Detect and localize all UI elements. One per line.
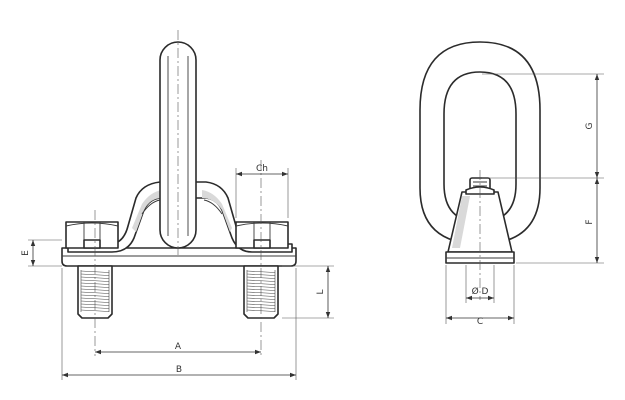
thread-line <box>80 309 110 312</box>
swivel-cone <box>445 177 515 264</box>
dimension-b: B <box>61 268 297 380</box>
dimension-label-c: C <box>477 317 483 327</box>
thread-line <box>246 279 276 282</box>
dimension-label-l: L <box>316 289 326 294</box>
thread-line <box>80 273 110 276</box>
right-nut <box>235 221 289 249</box>
dimension-c: C <box>445 265 515 327</box>
thread-line <box>80 291 110 294</box>
dimension-label-a: A <box>175 342 182 352</box>
thread-line <box>246 282 276 285</box>
dimension-label-e: E <box>21 250 31 256</box>
dimension-f: F <box>516 178 604 264</box>
ring-front <box>419 41 541 245</box>
thread-line <box>246 300 276 303</box>
side-view: G F Ø D C <box>419 41 604 327</box>
dimension-label-f: F <box>585 219 595 224</box>
dimension-label-b: B <box>176 365 182 375</box>
dimension-label-ch: Ch <box>256 164 268 174</box>
dimension-label-d: Ø D <box>472 286 489 297</box>
thread-line <box>246 297 276 300</box>
dimension-l: L <box>282 265 334 319</box>
dimension-d: Ø D <box>465 265 495 303</box>
front-view: Ch E L A <box>21 30 334 380</box>
thread-line <box>80 297 110 300</box>
dimension-a: A <box>95 342 261 355</box>
thread-line <box>80 279 110 282</box>
dimension-g: G <box>482 73 604 179</box>
dimension-e: E <box>21 239 62 267</box>
left-nut <box>65 221 119 249</box>
dimension-label-g: G <box>585 122 595 129</box>
dimension-ch: Ch <box>235 164 289 218</box>
